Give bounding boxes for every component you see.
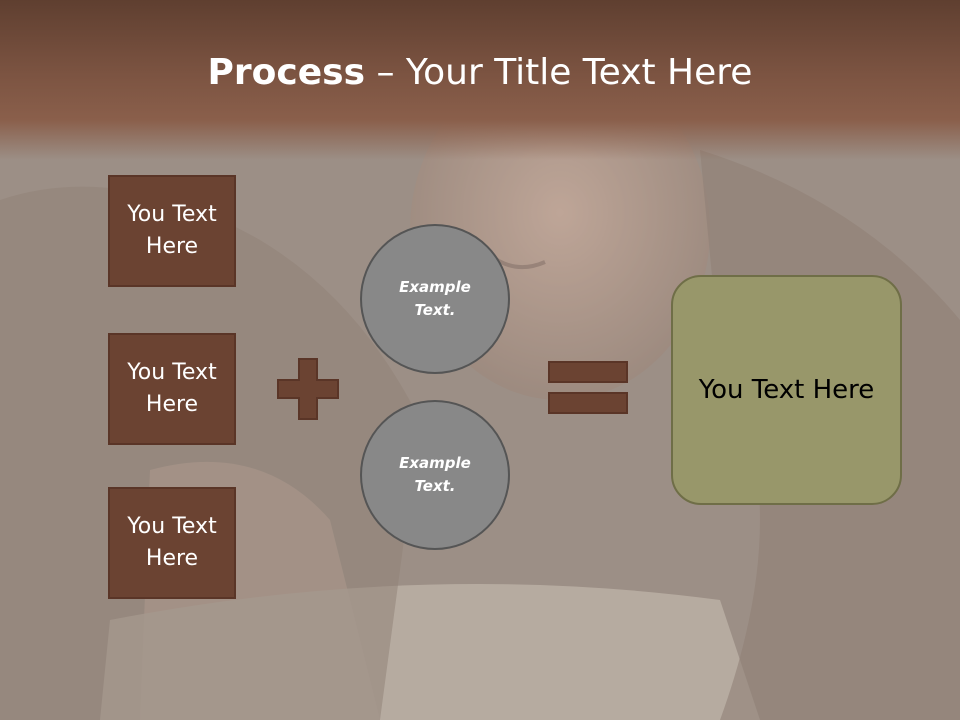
input-box-3: You Text Here [108,487,236,599]
operand-circle-1-label: Example Text. [399,278,471,319]
slide-title-rest: – Your Title Text Here [365,52,753,93]
slide-title: Process – Your Title Text Here [0,52,960,93]
operand-circle-2: Example Text. [360,400,510,550]
operand-circle-1: Example Text. [360,224,510,374]
equals-icon [548,361,628,414]
input-box-1-label: You Text Here [127,202,217,259]
result-box-label: You Text Here [698,375,875,405]
title-band [0,0,960,160]
input-box-2: You Text Here [108,333,236,445]
plus-icon [277,358,339,420]
input-box-2-label: You Text Here [127,360,217,417]
input-box-3-label: You Text Here [127,514,217,571]
operand-circle-2-label: Example Text. [399,454,471,495]
slide-title-bold: Process [207,52,366,93]
input-box-1: You Text Here [108,175,236,287]
result-box: You Text Here [671,275,902,505]
